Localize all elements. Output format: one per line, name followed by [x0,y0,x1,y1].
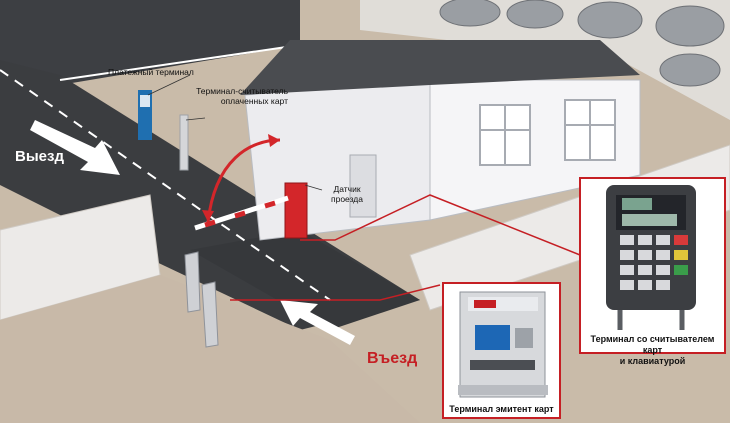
passage-sensor-label: Датчик проезда [323,184,371,204]
passage-sensor-label-line1: Датчик [333,184,361,194]
keypad-terminal-device [606,185,696,330]
card-reader-post [179,114,189,171]
lane-markings [0,44,331,301]
issuing-terminal-caption: Терминал эмитент карт [449,404,554,414]
card-issuing-kiosk [458,291,548,398]
building-roof [240,40,640,95]
lower-road [190,230,420,330]
factory-area [360,0,730,120]
payment-terminal-label: Платежный терминал [108,67,194,77]
entry-arrow [280,300,355,345]
card-reader-terminal-label: Терминал-считыватель оплаченных карт [180,86,288,106]
sidewalk [0,275,420,423]
barrier-cabinet [284,182,308,239]
entry-pillars [184,251,219,348]
callout-lines [147,74,581,301]
exit-label: Выезд [15,148,64,165]
card-reader-terminal-label-line2: оплаченных карт [220,96,288,106]
entry-label: Въезд [367,350,418,367]
passage-sensor-label-line2: проезда [331,194,363,204]
building-door [349,154,377,218]
card-reader-terminal-label-line1: Терминал-считыватель [196,86,288,96]
payment-terminal [138,90,152,140]
keypad-terminal-caption-line1: Терминал со считывателем карт [590,334,715,355]
exit-arrow [30,120,120,175]
keypad-terminal-caption: Терминал со считывателем карт и клавиату… [582,334,723,367]
keypad-terminal-caption-line2: и клавиатурой [619,356,686,366]
building-windows [479,99,616,166]
storage-tanks [439,0,725,87]
upper-road [0,0,300,85]
